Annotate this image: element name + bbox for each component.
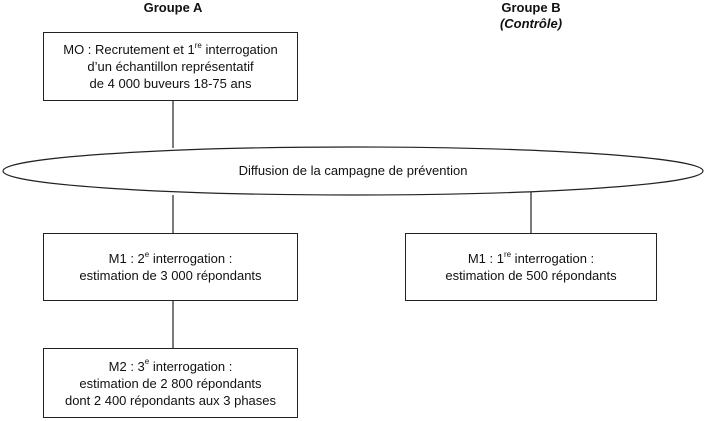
group-b-title: Groupe B (501, 0, 561, 15)
box-m1a-line1: M1 : 2e interrogation : (108, 249, 233, 266)
box-m0-recruitment: MO : Recrutement et 1re interrogation d’… (43, 32, 298, 101)
group-a-header: Groupe A (113, 0, 233, 16)
box-m1b-line1: M1 : 1re interrogation : (467, 249, 595, 266)
box-m0-line3: de 4 000 buveurs 18-75 ans (89, 76, 252, 91)
box-m1-group-a: M1 : 2e interrogation : estimation de 3 … (43, 233, 298, 301)
box-m1-group-b: M1 : 1re interrogation : estimation de 5… (405, 233, 657, 301)
group-b-subtitle: (Contrôle) (499, 16, 563, 31)
group-b-header: Groupe B (Contrôle) (471, 0, 591, 32)
campaign-label: Diffusion de la campagne de prévention (238, 163, 468, 178)
campaign-ellipse (2, 146, 704, 196)
box-m2-line2: estimation de 2 800 répondants (79, 375, 262, 391)
box-m2-group-a: M2 : 3e interrogation : estimation de 2 … (43, 348, 298, 418)
box-m0-line2: d’un échantillon représentatif (87, 59, 254, 74)
group-a-title: Groupe A (143, 0, 203, 15)
box-m0-line1: MO : Recrutement et 1re interrogation (63, 40, 278, 57)
box-m2-line3: dont 2 400 répondants aux 3 phases (64, 392, 277, 408)
box-m2-line1: M2 : 3e interrogation : (108, 357, 233, 374)
box-m1b-line2: estimation de 500 répondants (445, 268, 617, 283)
box-m1a-line2: estimation de 3 000 répondants (79, 268, 262, 283)
